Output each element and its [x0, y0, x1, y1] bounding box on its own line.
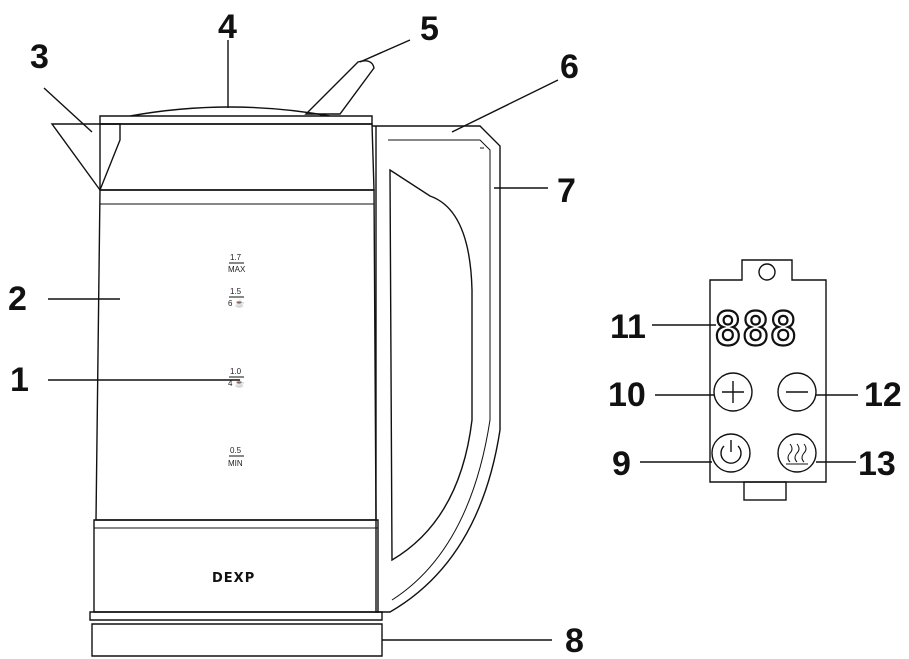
handle [372, 125, 501, 613]
lid [99, 106, 373, 125]
callout-13: 13 [858, 445, 896, 483]
callout-3: 3 [30, 38, 49, 76]
keep-warm-button[interactable] [777, 433, 817, 473]
callout-11: 11 [610, 308, 646, 346]
plus-button[interactable] [713, 372, 753, 412]
callout-1: 1 [10, 361, 29, 399]
kettle [50, 60, 501, 657]
svg-text:1.0: 1.0 [230, 367, 242, 376]
svg-text:0.5: 0.5 [230, 446, 242, 455]
temperature-display: 888 [714, 302, 797, 356]
water-level-scale: 1.7 MAX 1.5 6 ☕ 1.0 4 ☕ 0.5 MIN [228, 253, 246, 468]
water-mark-min: 0.5 MIN [228, 446, 244, 468]
callout-12: 12 [864, 376, 902, 414]
callout-9: 9 [612, 445, 631, 483]
callout-8: 8 [565, 622, 584, 659]
svg-text:MIN: MIN [228, 459, 243, 468]
lid-button [304, 60, 375, 115]
glass-body [95, 189, 377, 521]
callout-2: 2 [8, 280, 27, 318]
callout-7: 7 [557, 172, 576, 210]
svg-text:6 ☕: 6 ☕ [228, 298, 245, 308]
callout-6: 6 [560, 48, 579, 86]
svg-text:4 ☕: 4 ☕ [228, 378, 245, 388]
spout [50, 123, 121, 192]
callout-numbers: 1 2 3 4 5 6 7 8 9 10 11 12 13 [8, 8, 902, 659]
control-panel: 888 [709, 259, 827, 501]
svg-text:MAX: MAX [228, 265, 246, 274]
minus-button[interactable] [777, 372, 817, 412]
leader-lines [43, 39, 858, 641]
power-button[interactable] [711, 433, 751, 473]
power-icon [720, 440, 742, 464]
callout-10: 10 [608, 376, 646, 414]
brand-logo: DEXP [212, 571, 255, 586]
keep-warm-icon [786, 443, 808, 465]
svg-text:1.7: 1.7 [230, 253, 242, 262]
water-mark-1-0: 1.0 4 ☕ [228, 367, 245, 388]
callout-5: 5 [420, 10, 439, 48]
lower-collar [93, 519, 379, 613]
svg-text:1.5: 1.5 [230, 287, 242, 296]
plus-icon [722, 381, 744, 403]
power-base [89, 611, 383, 657]
water-mark-1-5: 1.5 6 ☕ [228, 287, 245, 308]
water-mark-max: 1.7 MAX [228, 253, 246, 274]
upper-collar [99, 123, 375, 191]
callout-4: 4 [218, 8, 237, 46]
panel-body [709, 259, 827, 483]
